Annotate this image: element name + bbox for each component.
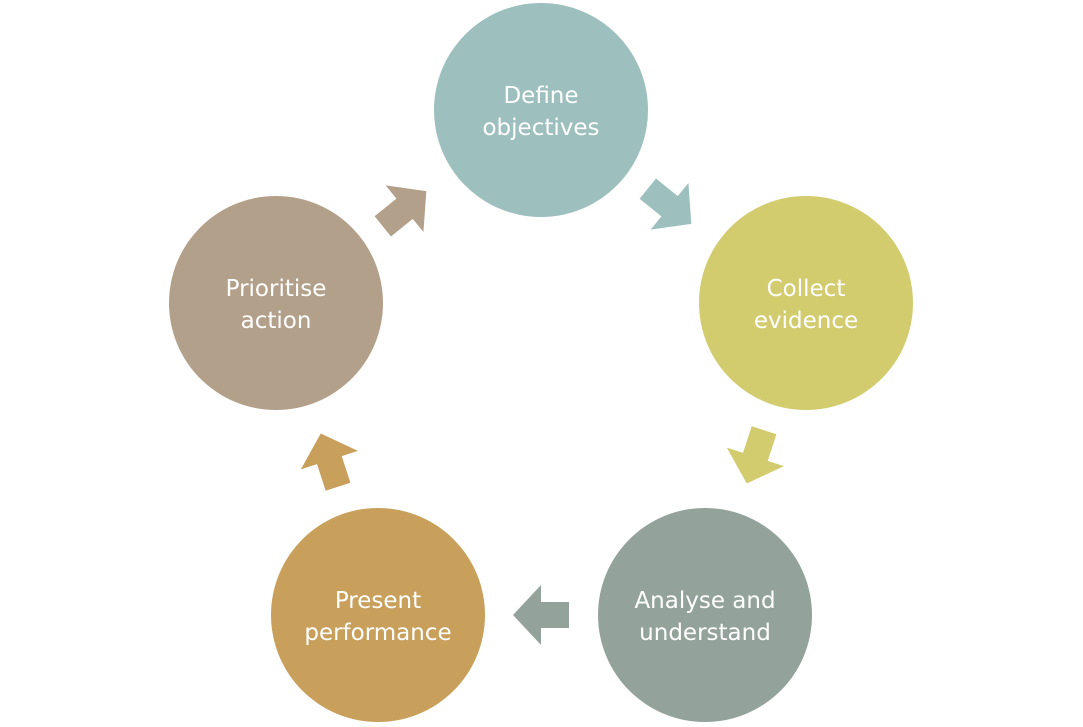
node-label-line-2: performance	[304, 620, 451, 646]
arrow-define-to-collect	[639, 178, 692, 230]
node-label-line-2: understand	[639, 620, 771, 646]
node-circle	[434, 3, 648, 217]
step-define-objectives: Define objectives	[434, 3, 648, 217]
node-circle	[271, 508, 485, 722]
node-label-line-1: Analyse and	[634, 588, 775, 614]
node-circle	[169, 196, 383, 410]
node-label-line-2: evidence	[754, 308, 858, 334]
step-analyse-and-understand: Analyse and understand	[598, 508, 812, 722]
node-circle	[699, 196, 913, 410]
node-label-line-2: action	[241, 308, 312, 334]
node-label-line-1: Define	[503, 83, 578, 109]
node-label-line-1: Collect	[767, 276, 846, 302]
step-collect-evidence: Collect evidence	[699, 196, 913, 410]
node-label-line-1: Present	[335, 588, 421, 614]
step-prioritise-action: Prioritise action	[169, 196, 383, 410]
arrow-prioritise-to-define	[374, 185, 427, 237]
node-label-line-1: Prioritise	[226, 276, 327, 302]
step-present-performance: Present performance	[271, 508, 485, 722]
arrow-analyse-to-present	[513, 585, 569, 645]
node-label-line-2: objectives	[482, 115, 599, 141]
arrow-present-to-prioritise	[300, 433, 358, 491]
arrow-collect-to-analyse	[726, 426, 784, 484]
node-circle	[598, 508, 812, 722]
